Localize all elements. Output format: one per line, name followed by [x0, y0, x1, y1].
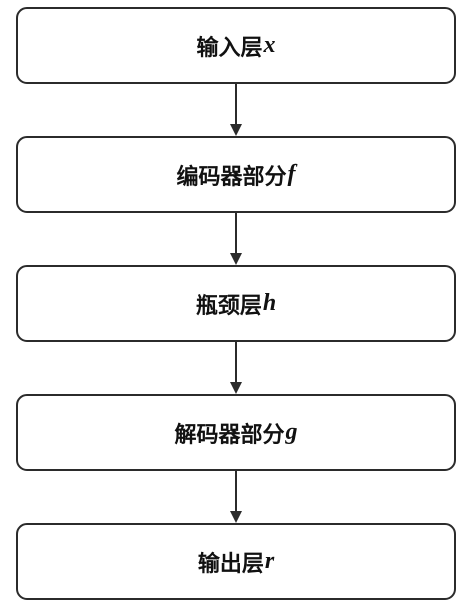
node-label: 输出层 — [197, 550, 264, 577]
arrow-down-2 — [229, 213, 243, 265]
node-variable: x — [263, 32, 276, 58]
node-variable: r — [264, 548, 275, 574]
arrow-icon — [230, 471, 242, 523]
arrow-down-3 — [229, 342, 243, 394]
arrow-down-1 — [229, 84, 243, 136]
node-label: 编码器部分 — [176, 163, 287, 190]
node-label: 解码器部分 — [174, 421, 285, 448]
arrow-icon — [230, 342, 242, 394]
node-variable: g — [285, 419, 298, 445]
node-variable: f — [287, 161, 296, 187]
arrow-icon — [230, 213, 242, 265]
node-label: 输入层 — [196, 34, 263, 61]
arrow-icon — [230, 84, 242, 136]
node-label: 瓶颈层 — [195, 292, 262, 319]
node-variable: h — [262, 290, 277, 316]
arrow-down-4 — [229, 471, 243, 523]
